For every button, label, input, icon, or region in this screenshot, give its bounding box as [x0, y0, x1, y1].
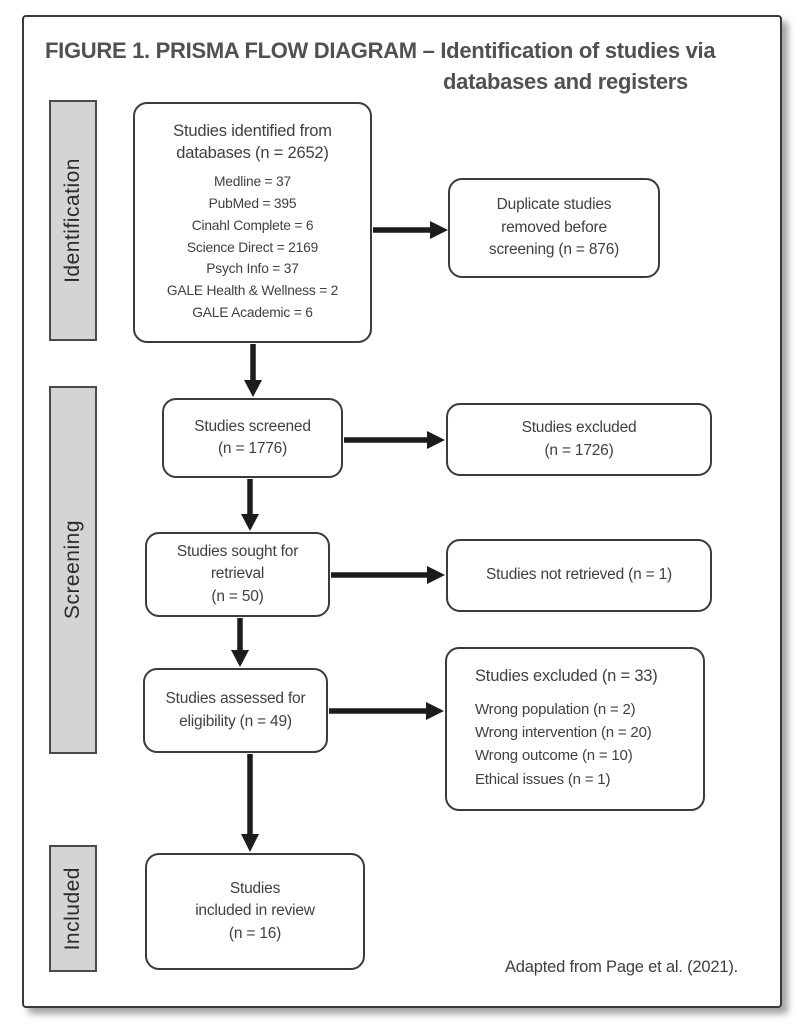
box-studies-identified: Studies identified from databases (n = 2… [133, 102, 372, 343]
source-item: GALE Health & Wellness = 2 [166, 283, 339, 299]
box-studies-screened: Studies screened (n = 1776) [162, 398, 343, 478]
box-studies-identified-title: Studies identified from databases (n = 2… [173, 121, 332, 164]
excluded-eligibility-title: Studies excluded (n = 33) [475, 667, 658, 685]
stage-bar-identification: Identification [49, 100, 97, 341]
assessed-line2: eligibility (n = 49) [179, 712, 292, 730]
identified-title-line1: Studies identified from [173, 122, 332, 141]
exclusion-reason: Wrong outcome (n = 10) [475, 747, 633, 765]
duplicates-line1: Duplicate studies [496, 196, 612, 214]
figure-title-line2: databases and registers [443, 68, 688, 94]
source-item: GALE Academic = 6 [192, 304, 313, 320]
stage-label-identification: Identification [61, 158, 84, 283]
duplicates-line2: removed before [501, 218, 607, 236]
assessed-line1: Studies assessed for [165, 690, 306, 708]
source-item: Psych Info = 37 [206, 261, 299, 277]
source-item: Medline = 37 [214, 174, 291, 190]
excluded-screening-line2: (n = 1726) [544, 441, 614, 459]
exclusion-reason: Wrong intervention (n = 20) [475, 724, 652, 742]
not-retrieved-line1: Studies not retrieved (n = 1) [486, 566, 672, 584]
database-source-list: Medline = 37 PubMed = 395 Cinahl Complet… [166, 171, 339, 324]
excluded-screening-line1: Studies excluded [521, 419, 637, 437]
included-line2: included in review [195, 902, 315, 920]
stage-label-included: Included [61, 866, 84, 951]
box-studies-sought: Studies sought for retrieval (n = 50) [145, 532, 330, 617]
duplicates-line3: screening (n = 876) [488, 241, 620, 259]
figure-credit: Adapted from Page et al. (2021). [505, 958, 738, 976]
source-item: PubMed = 395 [208, 195, 297, 211]
box-studies-assessed: Studies assessed for eligibility (n = 49… [143, 668, 328, 753]
box-studies-excluded-eligibility: Studies excluded (n = 33) Wrong populati… [445, 647, 705, 811]
screened-line2: (n = 1776) [217, 440, 288, 457]
box-studies-excluded-screening: Studies excluded (n = 1726) [446, 403, 712, 476]
included-line3: (n = 16) [228, 924, 282, 942]
exclusion-reason: Wrong population (n = 2) [475, 700, 636, 718]
sought-line1: Studies sought for [176, 542, 299, 560]
source-item: Science Direct = 2169 [186, 239, 319, 255]
identified-title-line2: databases (n = 2652) [176, 143, 329, 162]
box-studies-included: Studies included in review (n = 16) [145, 853, 365, 970]
stage-bar-screening: Screening [49, 386, 97, 754]
figure-title: FIGURE 1. PRISMA FLOW DIAGRAM – Identifi… [45, 36, 716, 98]
box-studies-not-retrieved: Studies not retrieved (n = 1) [446, 539, 712, 612]
exclusion-reason: Ethical issues (n = 1) [475, 770, 611, 788]
stage-bar-included: Included [49, 845, 97, 972]
stage-label-screening: Screening [61, 520, 84, 620]
included-line1: Studies [229, 879, 281, 897]
box-duplicates-removed: Duplicate studies removed before screeni… [448, 178, 660, 278]
sought-line2: retrieval [210, 565, 265, 583]
figure-title-line1: FIGURE 1. PRISMA FLOW DIAGRAM – Identifi… [45, 38, 716, 63]
sought-line3: (n = 50) [211, 587, 264, 605]
source-item: Cinahl Complete = 6 [191, 217, 314, 233]
screened-line1: Studies screened [194, 417, 311, 435]
exclusion-reason-list: Wrong population (n = 2) Wrong intervent… [475, 698, 652, 791]
